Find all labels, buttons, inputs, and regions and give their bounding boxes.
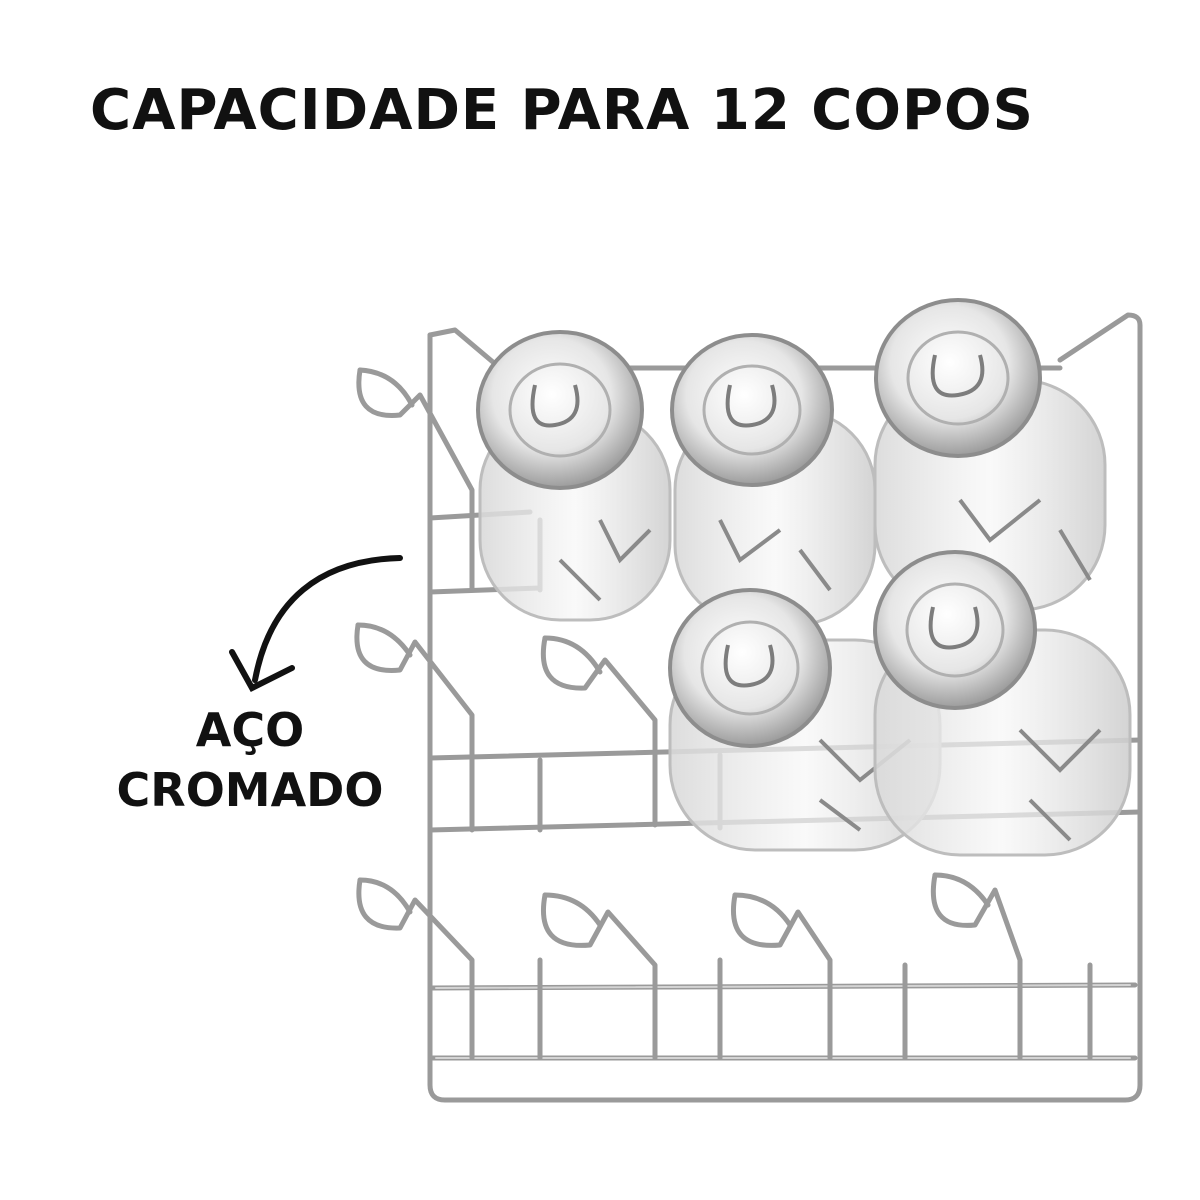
- glass-2: [670, 333, 877, 627]
- callout-line-1: AÇO: [195, 703, 305, 757]
- glass-3: [873, 298, 1107, 612]
- glass-5: [873, 550, 1132, 857]
- curved-arrow-icon: [229, 555, 403, 692]
- material-callout: AÇO CROMADO: [100, 700, 400, 820]
- drinking-glasses: [476, 298, 1132, 857]
- headline: CAPACIDADE PARA 12 COPOS: [90, 78, 1034, 143]
- glass-1: [476, 330, 672, 622]
- callout-line-2: CROMADO: [116, 763, 384, 817]
- glass-4: [668, 588, 942, 852]
